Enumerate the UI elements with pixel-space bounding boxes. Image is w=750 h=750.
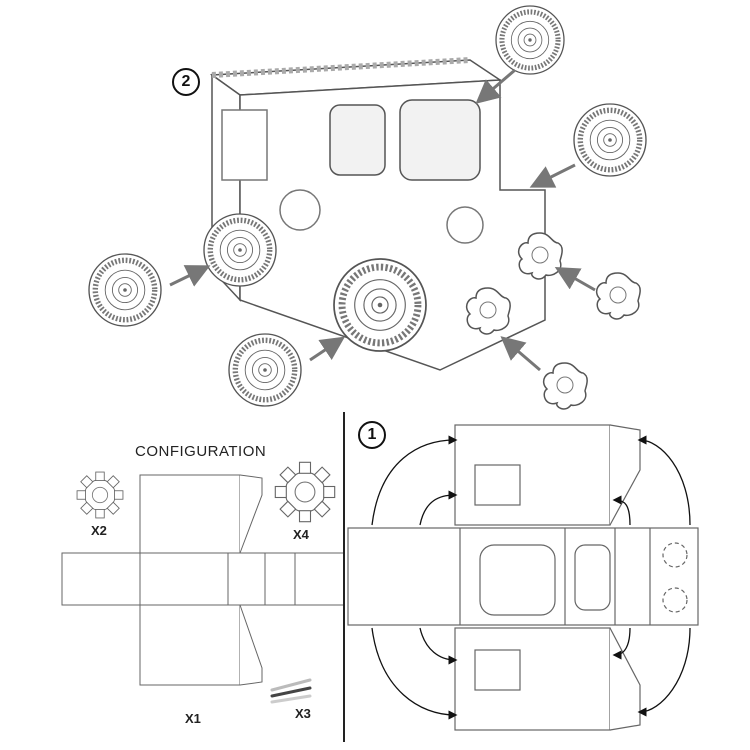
loose-wheel [89, 254, 161, 326]
qty-label-gear-large: X4 [293, 527, 309, 542]
step-2-badge: 2 [172, 68, 200, 96]
loose-wheel [496, 6, 564, 74]
truck-body [209, 57, 546, 371]
fold-arrows [371, 435, 691, 720]
qty-label-gear-small: X2 [91, 523, 107, 538]
truck-wheel-front-left [204, 214, 276, 286]
configuration-title: CONFIGURATION [135, 443, 267, 460]
truck-wheel-front-right [334, 259, 426, 351]
step-1-badge: 1 [358, 421, 386, 449]
markers-icon [270, 678, 312, 704]
qty-label-markers: X3 [295, 706, 311, 721]
loose-flower [595, 272, 641, 320]
configuration-net [61, 474, 345, 686]
section-divider [343, 412, 345, 742]
assembly-arrows [169, 68, 596, 372]
qty-label-body: X1 [185, 711, 201, 726]
loose-wheel [574, 104, 646, 176]
large-gear-part [274, 461, 336, 523]
loose-wheel [229, 334, 301, 406]
small-gear-part [76, 471, 124, 519]
loose-flower [542, 362, 588, 410]
unfolded-net [347, 424, 699, 731]
